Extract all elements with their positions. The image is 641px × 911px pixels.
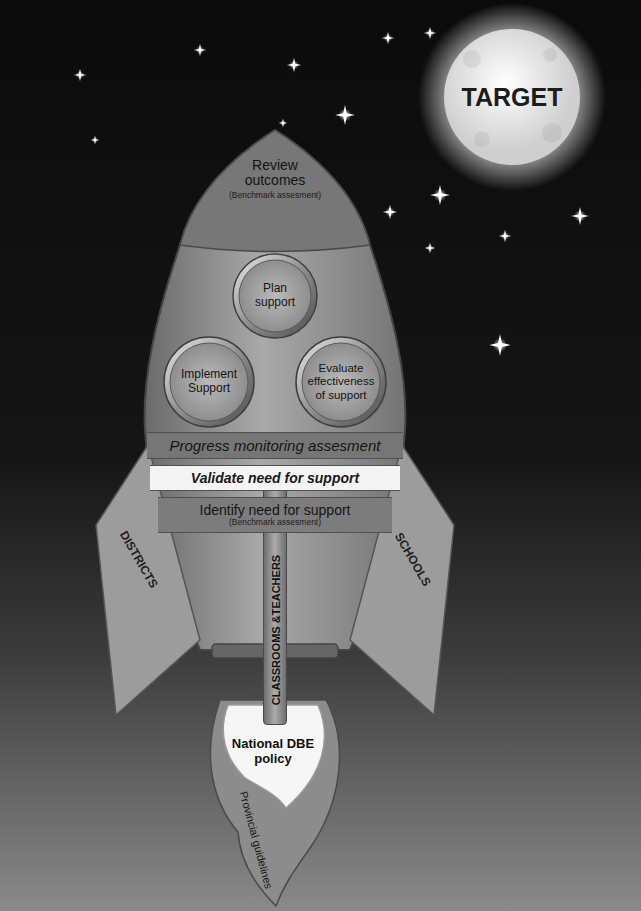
star-shape — [430, 185, 450, 205]
flame-label: National DBE policy — [231, 737, 315, 767]
star-shape — [74, 69, 87, 82]
target-label: TARGET — [462, 83, 563, 112]
text-wrap: Review outcomes (Benchmark assesment) — [180, 158, 370, 201]
identify-band: Identify need for support(Benchmark asse… — [158, 497, 392, 533]
text-wrap: National DBE policy — [220, 737, 326, 767]
implement-support-circle: Implement Support — [163, 336, 255, 428]
star — [335, 105, 355, 125]
evaluate-support-circle: Evaluate effectiveness of support — [295, 336, 387, 428]
circle-ring — [233, 254, 317, 338]
step-title: Plan support — [244, 282, 306, 310]
star — [382, 32, 395, 45]
band-label: Identify need for support — [164, 502, 386, 518]
band-label: Progress monitoring assesment — [153, 437, 397, 454]
review-nose-band: Review outcomes (Benchmark assesment) — [180, 130, 370, 255]
star-shape — [424, 27, 437, 40]
circle-face — [302, 343, 380, 421]
text-holder: CLASSROOMS &TEACHERS — [270, 555, 283, 705]
star-shape — [383, 205, 397, 219]
schools-fin-shape — [350, 445, 454, 715]
moon-crater — [542, 123, 562, 143]
districts-fin-shape — [96, 445, 200, 715]
star-shape — [499, 230, 512, 243]
star — [383, 205, 397, 219]
text-wrap: Plan support — [244, 265, 306, 327]
star-shape — [194, 44, 207, 57]
circle-face — [239, 260, 311, 332]
star-shape — [279, 119, 288, 128]
step-title: Evaluate effectiveness of support — [306, 362, 376, 402]
target-moon: TARGET — [417, 2, 607, 192]
moon-crater — [543, 48, 557, 62]
band-label: Validate need for support — [156, 470, 394, 486]
star — [424, 27, 437, 40]
star-shape — [489, 334, 511, 356]
star — [279, 119, 288, 128]
star-shape — [571, 207, 589, 225]
progress-band: Progress monitoring assesment — [147, 432, 403, 459]
plan-support-circle: Plan support — [232, 253, 318, 339]
star — [194, 44, 207, 57]
star-shape — [287, 58, 301, 72]
star-shape — [335, 105, 355, 125]
moon-glow — [418, 3, 606, 191]
circle-face — [170, 343, 248, 421]
step-note: (Benchmark assesment) — [220, 191, 330, 201]
circle-ring — [296, 337, 386, 427]
moon-crater — [474, 131, 490, 147]
star — [571, 207, 589, 225]
moon-disc — [444, 29, 580, 165]
star — [430, 185, 450, 205]
text-wrap: Evaluate effectiveness of support — [306, 347, 376, 417]
provincial-flame-shape — [210, 700, 339, 906]
star — [489, 334, 511, 356]
star — [425, 243, 436, 254]
star — [499, 230, 512, 243]
band-note: (Benchmark assesment) — [164, 518, 386, 528]
review-nose-band-shape — [180, 130, 370, 252]
star — [74, 69, 87, 82]
step-title: Review outcomes — [220, 158, 330, 189]
star — [287, 58, 301, 72]
step-title: Implement Support — [175, 368, 243, 396]
national-flame-shape — [223, 705, 324, 808]
star-shape — [382, 32, 395, 45]
star — [91, 136, 100, 145]
star-shape — [425, 243, 436, 254]
text-wrap: TARGET — [457, 42, 567, 152]
rod-label: CLASSROOMS &TEACHERS — [270, 555, 283, 705]
validate-band: Validate need for support — [150, 465, 400, 491]
provincial-flame: Provincial guidelinesNational DBE policy — [198, 700, 348, 908]
moon-crater — [463, 50, 481, 68]
star-shape — [91, 136, 100, 145]
circle-ring — [164, 337, 254, 427]
text-wrap: Implement Support — [175, 348, 243, 416]
